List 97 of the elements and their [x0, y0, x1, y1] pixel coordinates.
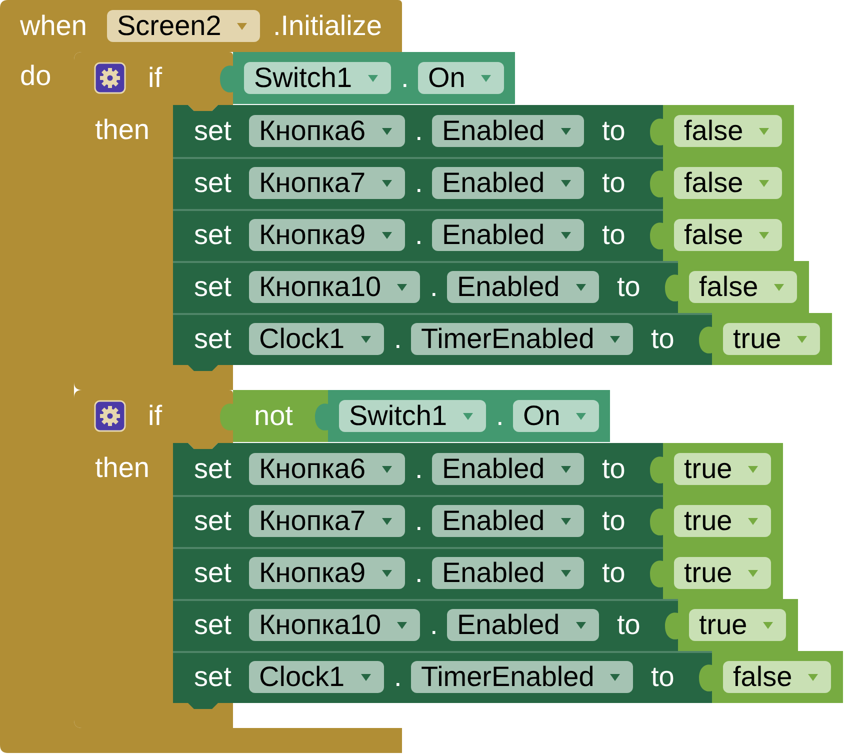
- dropdown: On: [513, 400, 600, 432]
- logic-block: [648, 209, 794, 261]
- dot-label: .: [415, 505, 423, 537]
- logic-block: [648, 443, 783, 495]
- dropdown: Enabled: [432, 115, 584, 147]
- dropdown: Clock1: [249, 323, 384, 355]
- block-label: if: [148, 400, 162, 432]
- dropdown: true: [674, 505, 772, 537]
- dropdown: Кнопка6: [249, 453, 405, 485]
- dropdown: true: [674, 453, 772, 485]
- logic-block: [648, 547, 783, 599]
- dropdown: Enabled: [432, 505, 584, 537]
- if-block: [74, 390, 233, 728]
- setter-block: [173, 443, 663, 495]
- logic-block: [697, 651, 843, 703]
- block-label: to: [602, 557, 626, 589]
- logic-block: [648, 105, 794, 157]
- dropdown: true: [689, 609, 786, 641]
- block-label: set: [194, 609, 232, 641]
- logic-block: [648, 495, 783, 547]
- block-label: then: [95, 114, 150, 146]
- dropdown: Enabled: [432, 453, 584, 485]
- block-label: set: [194, 505, 232, 537]
- dot-label: .: [430, 271, 438, 303]
- block-label: to: [602, 167, 626, 199]
- dot-label: .: [394, 323, 402, 355]
- dot-label: .: [401, 62, 409, 94]
- dropdown: Кнопка7: [249, 167, 405, 199]
- block-label: .Initialize: [273, 10, 382, 42]
- dropdown: TimerEnabled: [411, 661, 634, 693]
- if-block: [74, 52, 233, 390]
- block-label: set: [194, 271, 232, 303]
- dot-label: .: [415, 167, 423, 199]
- block-label: do: [20, 60, 52, 92]
- block-label: to: [617, 271, 640, 303]
- dropdown: Screen2: [107, 10, 260, 42]
- block-label: set: [194, 661, 232, 693]
- block-label: when: [20, 10, 87, 42]
- block-label: then: [95, 452, 150, 484]
- dropdown: Enabled: [432, 219, 584, 251]
- block-label: set: [194, 219, 232, 251]
- dropdown: Enabled: [432, 557, 584, 589]
- getter-block: [218, 52, 515, 104]
- dropdown: Enabled: [432, 167, 584, 199]
- logic-block: [697, 313, 832, 365]
- dot-label: .: [496, 400, 504, 432]
- dropdown: true: [674, 557, 772, 589]
- dot-label: .: [430, 609, 438, 641]
- dropdown: false: [723, 661, 832, 693]
- dot-label: .: [415, 453, 423, 485]
- dropdown: Clock1: [249, 661, 384, 693]
- setter-block: [173, 599, 678, 651]
- dot-label: .: [415, 557, 423, 589]
- block-label: set: [194, 323, 232, 355]
- dropdown: false: [674, 219, 782, 251]
- block-label: to: [617, 609, 640, 641]
- setter-block: [173, 105, 663, 157]
- block-label: to: [602, 505, 626, 537]
- dropdown: Кнопка6: [249, 115, 405, 147]
- block-label: to: [651, 661, 674, 693]
- block-label: not: [254, 400, 293, 432]
- dot-label: .: [394, 661, 402, 693]
- block-label: if: [148, 62, 162, 94]
- setter-block: [173, 209, 663, 261]
- dropdown: true: [723, 323, 820, 355]
- block-label: set: [194, 167, 232, 199]
- dot-label: .: [415, 115, 423, 147]
- block-label: to: [602, 115, 626, 147]
- dropdown: Enabled: [447, 271, 599, 303]
- dropdown: false: [674, 167, 782, 199]
- logic-block: [663, 261, 809, 313]
- block-label: set: [194, 453, 232, 485]
- dropdown: Кнопка9: [249, 219, 405, 251]
- dropdown: Кнопка9: [249, 557, 405, 589]
- dropdown: false: [674, 115, 782, 147]
- getter-block: [313, 390, 610, 442]
- dropdown: Enabled: [447, 609, 599, 641]
- block-label: set: [194, 557, 232, 589]
- logic-block: [663, 599, 798, 651]
- dropdown: Кнопка7: [249, 505, 405, 537]
- setter-block: [173, 547, 663, 599]
- dropdown: TimerEnabled: [411, 323, 634, 355]
- dropdown: Кнопка10: [249, 271, 420, 303]
- setter-block: [173, 495, 663, 547]
- dropdown: Switch1: [244, 62, 392, 94]
- logic-block: [648, 157, 794, 209]
- dot-label: .: [415, 219, 423, 251]
- dropdown: Кнопка10: [249, 609, 420, 641]
- dropdown: false: [689, 271, 798, 303]
- block-label: to: [602, 453, 626, 485]
- block-label: to: [651, 323, 674, 355]
- setter-block: [173, 261, 678, 313]
- dropdown: Switch1: [339, 400, 486, 432]
- dropdown: On: [418, 62, 504, 94]
- block-label: set: [194, 115, 232, 147]
- setter-block: [173, 157, 663, 209]
- block-label: to: [602, 219, 626, 251]
